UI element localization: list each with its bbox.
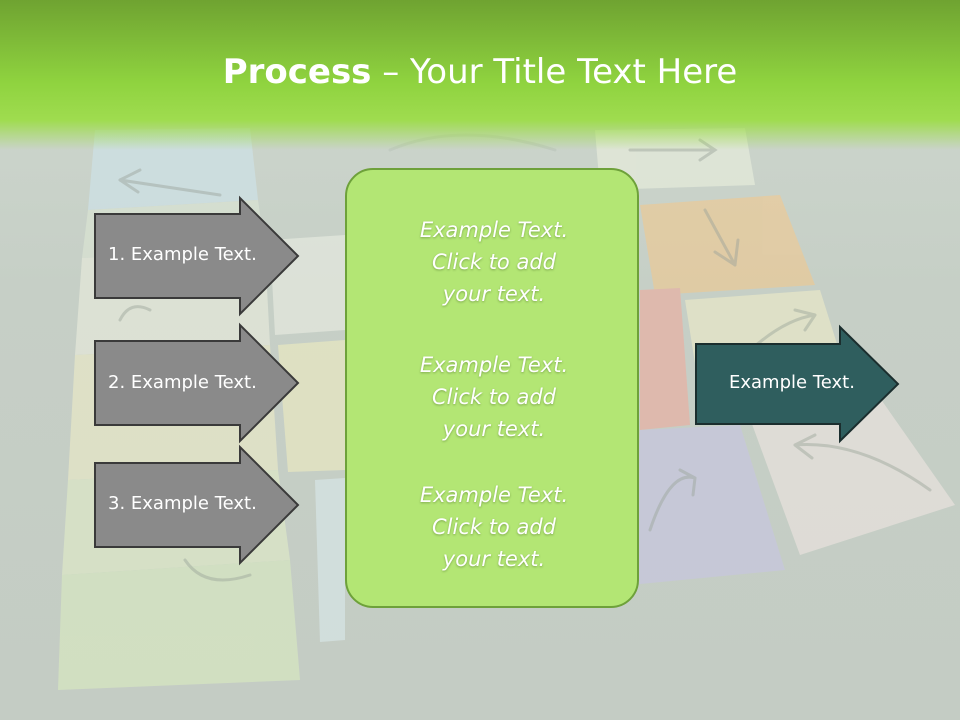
- step-1-label: 1. Example Text.: [108, 244, 257, 265]
- center-block-3-line-2: Click to add: [431, 515, 556, 539]
- center-block-2-line-1: Example Text.: [419, 353, 569, 377]
- center-block-2-line-3: your text.: [442, 417, 546, 441]
- right-step-label: Example Text.: [729, 372, 855, 393]
- header-band: [0, 0, 960, 150]
- step-1-arrow[interactable]: [94, 195, 300, 317]
- title-rest: – Your Title Text Here: [371, 52, 738, 92]
- center-text-block-3[interactable]: Example Text. Click to add your text.: [347, 479, 641, 575]
- center-block-1-line-1: Example Text.: [419, 218, 569, 242]
- slide-title: Process – Your Title Text Here: [0, 52, 960, 92]
- center-text-block-2[interactable]: Example Text. Click to add your text.: [347, 349, 641, 445]
- step-2-label: 2. Example Text.: [108, 372, 257, 393]
- center-block-3-line-1: Example Text.: [419, 483, 569, 507]
- center-text-block-1[interactable]: Example Text. Click to add your text.: [347, 214, 641, 310]
- step-3-arrow[interactable]: [94, 444, 300, 566]
- center-block-3-line-3: your text.: [442, 547, 546, 571]
- center-block-1-line-3: your text.: [442, 282, 546, 306]
- center-content-box[interactable]: Example Text. Click to add your text. Ex…: [345, 168, 639, 608]
- title-bold: Process: [222, 52, 372, 92]
- step-2-arrow[interactable]: [94, 322, 300, 444]
- center-block-2-line-2: Click to add: [431, 385, 556, 409]
- center-block-1-line-2: Click to add: [431, 250, 556, 274]
- step-3-label: 3. Example Text.: [108, 493, 257, 514]
- right-arrow[interactable]: [695, 324, 900, 444]
